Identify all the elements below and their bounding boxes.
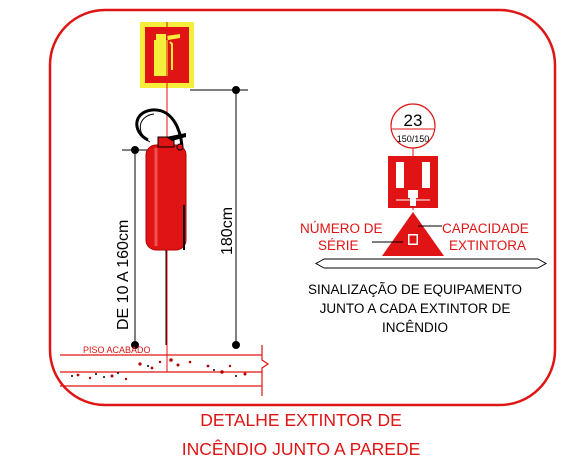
dimension-line-180 <box>190 86 248 349</box>
detail-frame <box>48 8 557 407</box>
detail-title-line1: DETALHE EXTINTOR DE <box>200 410 402 430</box>
extinguishing-capacity-label-line1: CAPACIDADE <box>442 221 529 236</box>
height-range-label: DE 10 A 160cm <box>115 220 132 330</box>
signage-caption-line1: SINALIZAÇÃO DE EQUIPAMENTO <box>308 282 522 297</box>
serial-number-label-line2: SÉRIE <box>318 238 359 253</box>
extinguishing-capacity-label-line2: EXTINTORA <box>449 238 526 253</box>
finished-floor-label: PISO ACABADO <box>83 345 151 355</box>
extinguisher-mark-icon <box>388 156 438 208</box>
number-circle-badge <box>390 103 436 149</box>
finished-floor <box>60 345 270 396</box>
extinguisher-capacity-number: 150/150 <box>397 134 430 144</box>
fire-extinguisher-icon <box>135 108 187 345</box>
signage-caption-line3: INCÊNDIO <box>382 320 448 335</box>
extinguisher-number: 23 <box>404 111 423 130</box>
sign-height-label: 180cm <box>219 207 236 255</box>
detail-title-line2: INCÊNDIO JUNTO A PAREDE <box>182 439 421 459</box>
serial-number-label-line1: NÚMERO DE <box>300 221 383 236</box>
floor-mark-band <box>314 258 548 269</box>
signage-caption-line2: JUNTO A CADA EXTINTOR DE <box>320 301 511 316</box>
floor-mark-triangle-icon <box>382 212 444 256</box>
